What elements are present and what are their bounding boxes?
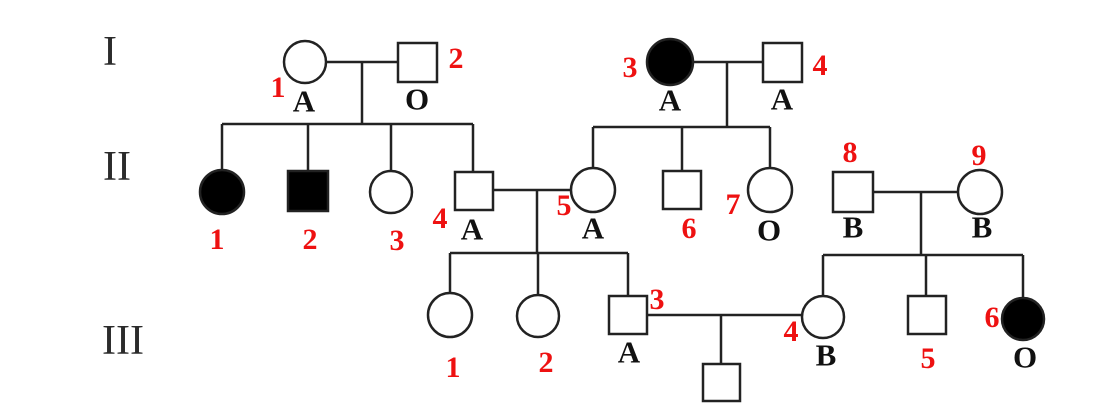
individual-III-5-symbol — [906, 294, 948, 336]
individual-II-5-blood-type: A — [581, 210, 605, 246]
individual-II-5-number: 5 — [556, 189, 572, 222]
individual-I-4-number: 4 — [812, 49, 828, 82]
individual-II-7-symbol — [746, 166, 794, 214]
individual-I-1-blood-type: A — [292, 83, 316, 119]
individual-I-1-number: 1 — [270, 71, 286, 104]
individual-I-3-symbol — [645, 37, 695, 87]
individual-III-4-number: 4 — [783, 315, 799, 348]
individual-II-1-number: 1 — [209, 223, 225, 256]
individual-III-3-symbol — [607, 294, 649, 336]
individual-I-1-symbol — [282, 39, 328, 85]
individual-III-5-number: 5 — [920, 342, 936, 375]
individual-III-4-blood-type: B — [815, 337, 837, 373]
individual-II-3-number: 3 — [389, 224, 405, 257]
individual-I-4-blood-type: A — [770, 81, 794, 117]
individual-IV-1-symbol — [701, 362, 742, 403]
individual-III-6-number: 6 — [984, 301, 1000, 334]
individual-I-2-blood-type: O — [404, 81, 430, 117]
generation-label-II: II — [103, 144, 131, 190]
individual-I-3-number: 3 — [622, 51, 638, 84]
individual-II-9-blood-type: B — [971, 209, 993, 245]
individual-I-4-symbol — [761, 41, 804, 84]
individual-II-9-number: 9 — [971, 139, 987, 172]
individual-II-3-symbol — [368, 169, 414, 215]
individual-I-2-symbol — [396, 41, 439, 84]
individual-III-2-symbol — [515, 293, 561, 339]
relationship-lines — [220, 60, 1025, 364]
individual-III-1-symbol — [426, 291, 474, 339]
individual-symbols — [198, 37, 1046, 403]
individual-II-5-symbol — [569, 166, 617, 214]
individual-II-4-symbol — [453, 170, 495, 212]
individual-II-8-symbol — [831, 170, 875, 214]
individual-I-2-number: 2 — [448, 42, 464, 75]
individual-II-4-number: 4 — [432, 202, 448, 235]
individual-II-8-number: 8 — [842, 136, 858, 169]
individual-III-1-number: 1 — [445, 351, 461, 384]
individual-II-6-number: 6 — [681, 212, 697, 245]
individual-II-6-symbol — [661, 169, 703, 211]
individual-I-3-blood-type: A — [658, 82, 682, 118]
individual-III-2-number: 2 — [538, 346, 554, 379]
individual-III-3-blood-type: A — [617, 334, 641, 370]
individual-II-7-number: 7 — [725, 188, 741, 221]
individual-II-2-symbol — [286, 169, 330, 213]
individual-II-1-symbol — [198, 168, 246, 216]
individual-III-3-number: 3 — [649, 283, 665, 316]
individual-III-6-blood-type: O — [1012, 339, 1038, 375]
individual-II-7-blood-type: O — [756, 212, 782, 248]
individual-III-4-symbol — [800, 294, 846, 340]
individual-II-9-symbol — [956, 168, 1004, 216]
generation-label-III: III — [102, 318, 144, 364]
individual-II-8-blood-type: B — [842, 209, 864, 245]
individual-II-4-blood-type: A — [460, 211, 484, 247]
generation-label-I: I — [103, 29, 117, 75]
individual-II-2-number: 2 — [302, 223, 318, 256]
individual-III-6-symbol — [1000, 296, 1046, 342]
